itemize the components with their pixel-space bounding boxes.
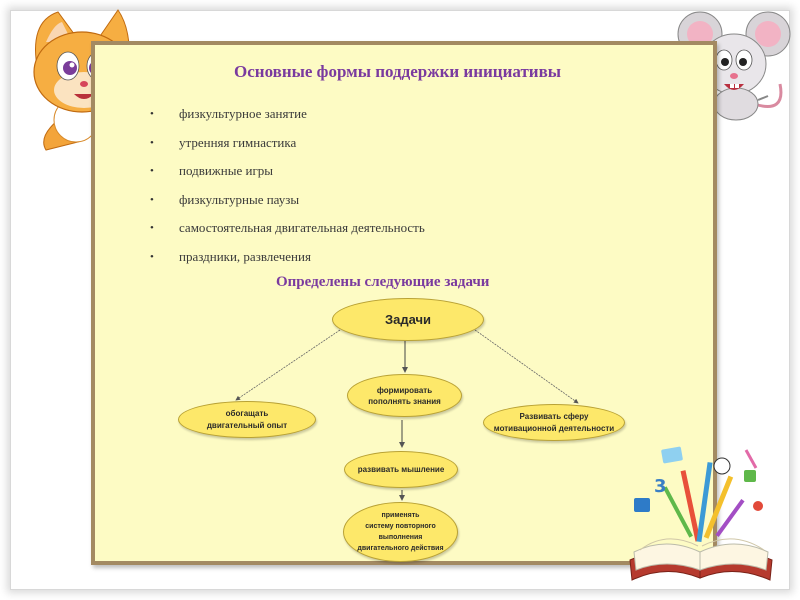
node-center: формировать пополнять знания xyxy=(347,374,462,417)
node-apply: применять систему повторного выполнения … xyxy=(343,502,458,562)
list-item: • подвижные игры xyxy=(150,163,425,192)
list-item-text: подвижные игры xyxy=(179,163,274,178)
bullet-marker: • xyxy=(150,193,154,206)
node-center-line-1: формировать xyxy=(376,385,433,395)
node-apply-line-1: применять xyxy=(381,512,420,519)
node-apply-line-2: систему повторного выполнения xyxy=(365,523,436,541)
support-forms-list: • физкультурное занятие • утренняя гимнаст… xyxy=(150,106,425,277)
node-left: обогащать двигательный опыт xyxy=(178,401,316,438)
list-item: • праздники, развлечения xyxy=(150,249,425,278)
mouse-mascot-icon xyxy=(677,11,791,121)
list-item: • самостоятельная двигательная деятельнос… xyxy=(150,220,425,249)
node-center-line-2: пополнять знания xyxy=(368,396,441,406)
list-item: • физкультурные паузы xyxy=(150,192,425,221)
list-item-text: самостоятельная двигательная деятельност… xyxy=(179,220,425,235)
list-item: • утренняя гимнастика xyxy=(150,135,425,164)
number-3-decoration: 3 xyxy=(654,476,667,497)
node-apply-line-3: двигательного действия xyxy=(357,545,444,552)
slide-title: Основные формы поддержки инициативы xyxy=(234,62,562,81)
node-left-line-1: обогащать xyxy=(225,408,269,418)
bullet-marker: • xyxy=(150,222,154,234)
node-think-label: развивать мышление xyxy=(357,465,445,474)
connector-root-right xyxy=(474,329,579,404)
node-right-line-1: Развивать сферу xyxy=(519,411,589,421)
node-think: развивать мышление xyxy=(344,451,458,488)
list-item-text: праздники, развлечения xyxy=(179,248,311,264)
bullet-marker: • xyxy=(150,250,154,263)
bullet-marker: • xyxy=(150,165,154,177)
node-root-label: Задачи xyxy=(384,312,432,327)
tasks-heading: Определены следующие задачи xyxy=(276,274,490,290)
node-right-line-2: мотивационной деятельности xyxy=(493,423,615,433)
list-item-text: физкультурные паузы xyxy=(179,191,300,207)
node-left-line-2: двигательный опыт xyxy=(206,420,288,430)
node-root: Задачи xyxy=(332,298,484,341)
list-item-text: утренняя гимнастика xyxy=(179,134,297,150)
bullet-marker: • xyxy=(150,108,154,120)
list-item: • физкультурное занятие xyxy=(150,106,425,135)
open-book-supplies-icon: 3 xyxy=(629,446,773,581)
list-item-text: физкультурное занятие xyxy=(179,106,307,121)
connector-root-left xyxy=(235,329,341,401)
node-right: Развивать сферу мотивационной деятельнос… xyxy=(483,404,625,441)
bullet-marker: • xyxy=(150,136,154,149)
